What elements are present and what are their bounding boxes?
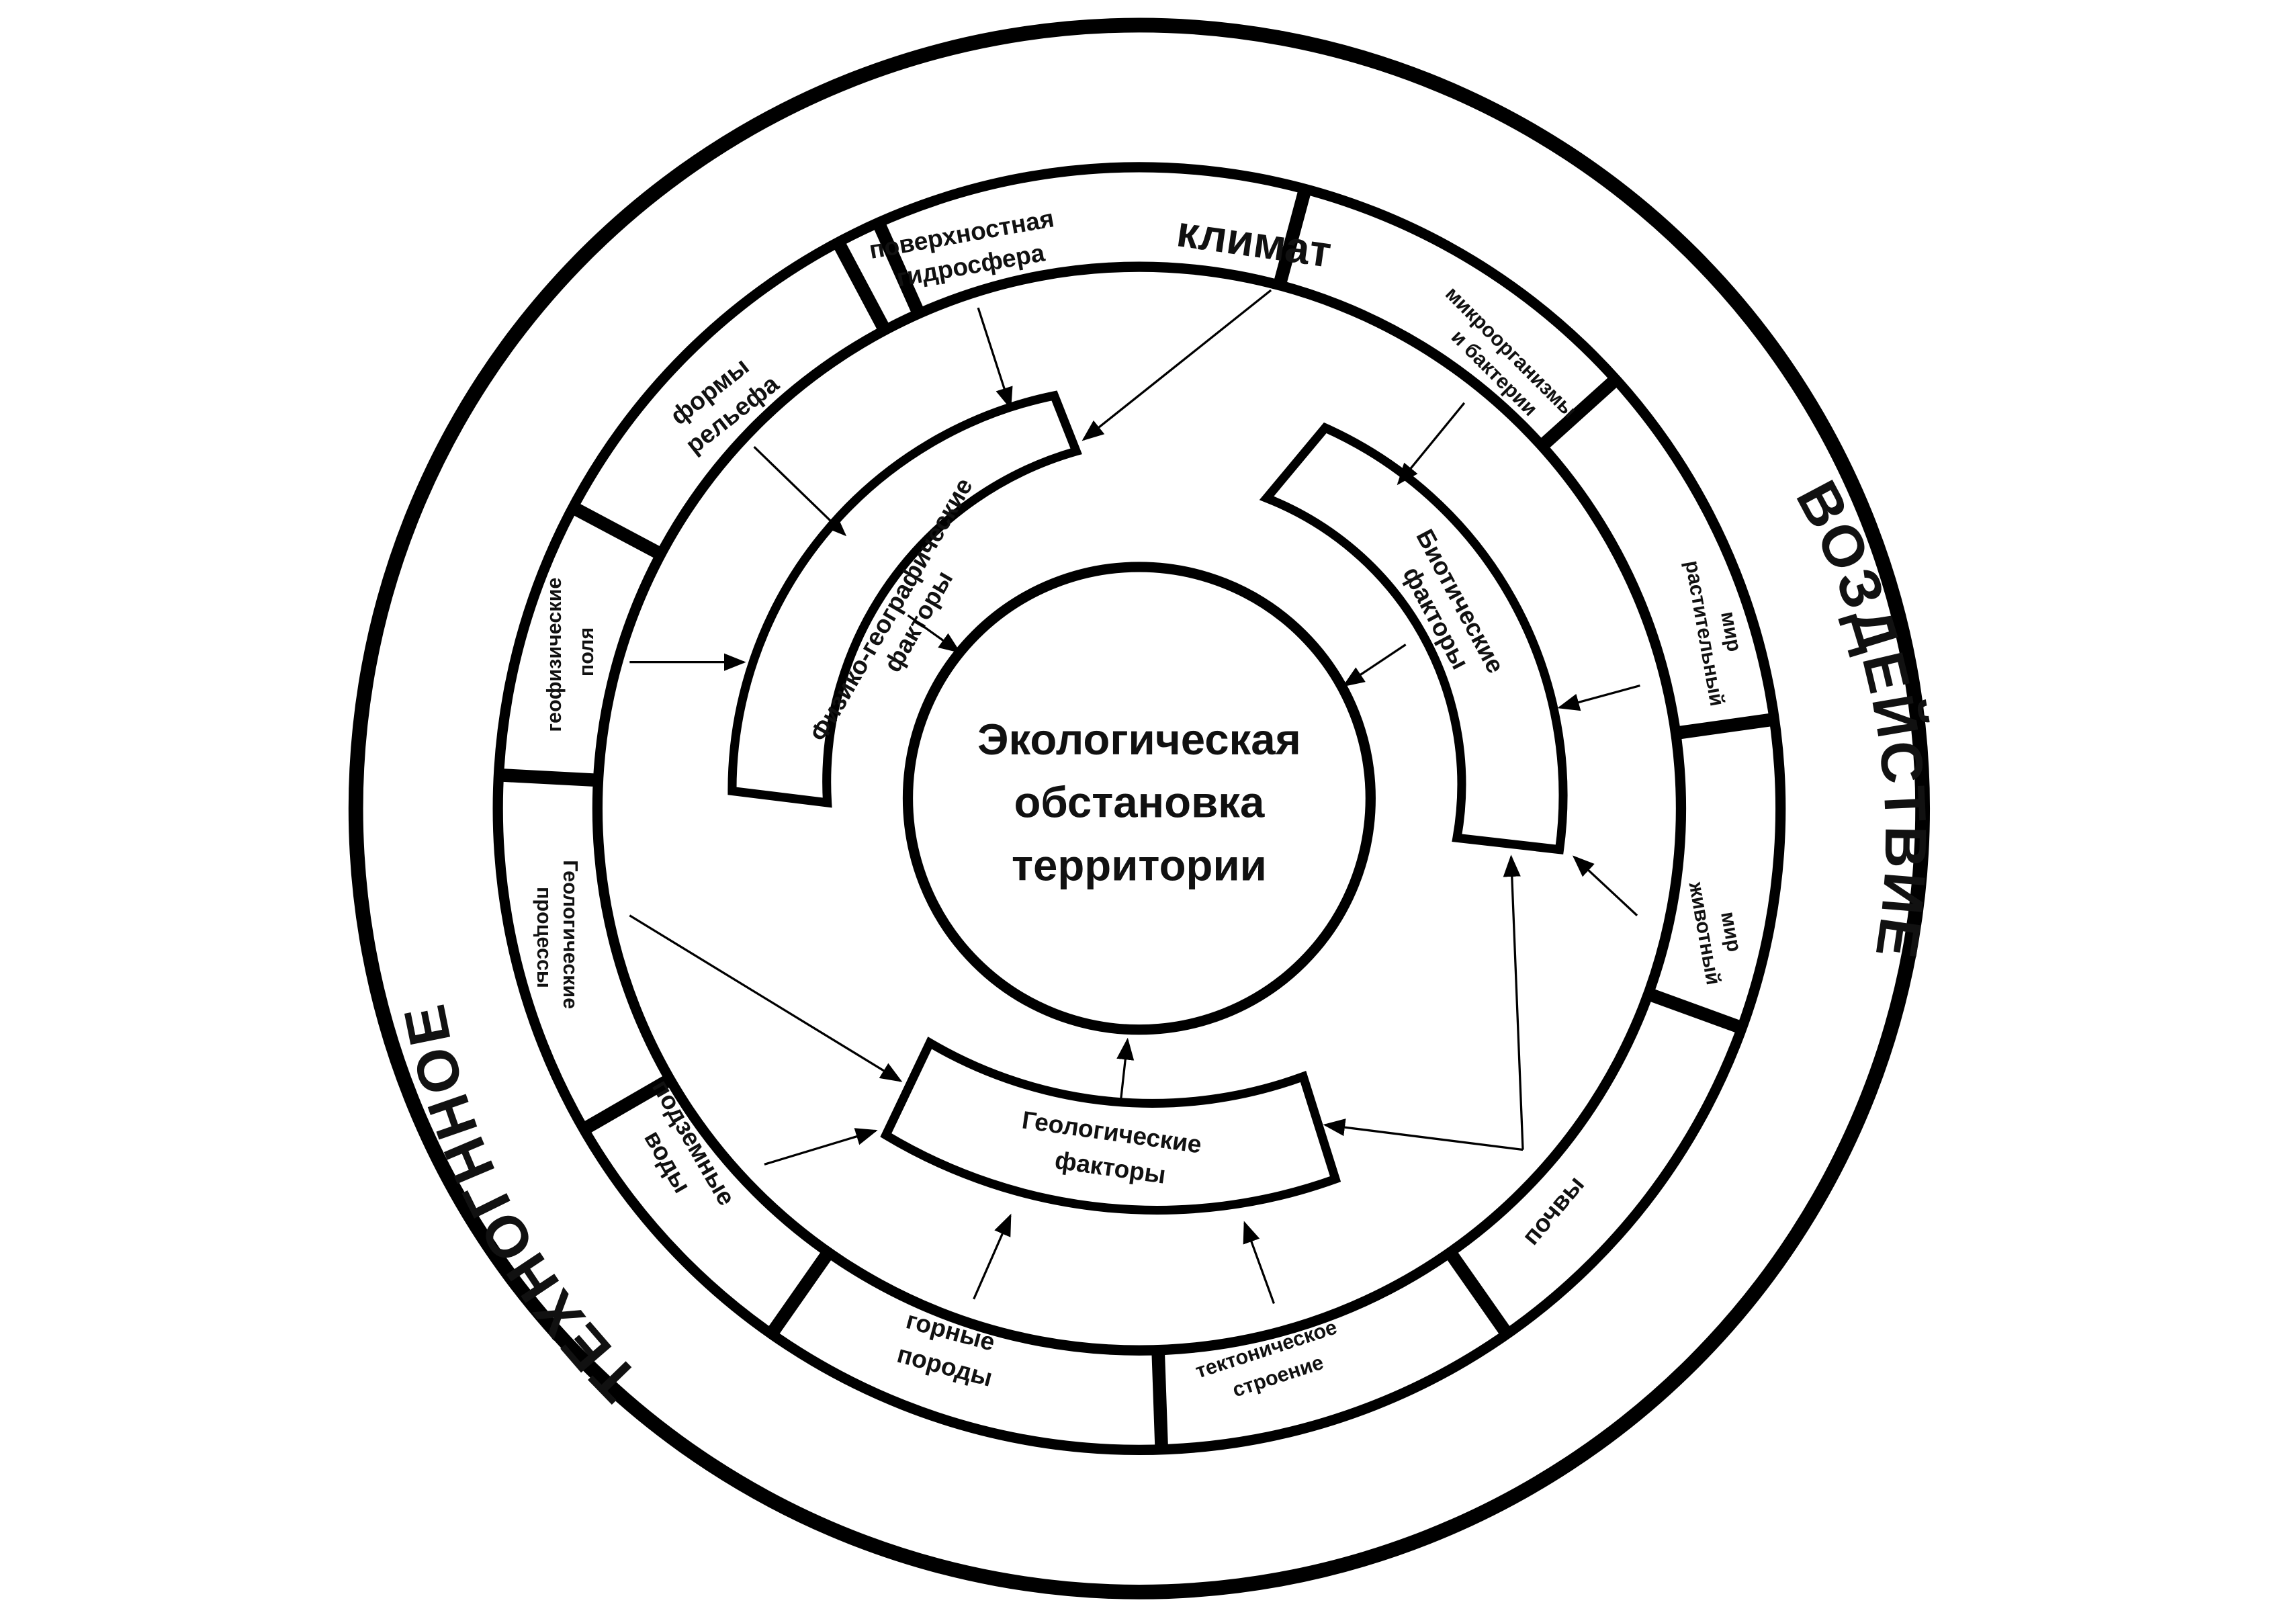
svg-text:территории: территории — [1012, 840, 1267, 889]
ring-divider — [872, 220, 925, 316]
ring-divider — [1444, 1248, 1513, 1338]
arrow — [1503, 854, 1524, 1150]
geologic-factor-block — [880, 1037, 1341, 1215]
center-circle — [902, 562, 1376, 1035]
segment-rocks: горные породы — [894, 1305, 1005, 1392]
outer-text-left: ТЕХНОГННОЕ — [391, 997, 650, 1413]
ring-divider — [570, 501, 664, 560]
segment-geoproc: Геологические процессы — [533, 860, 582, 1014]
arrows — [629, 289, 1640, 1304]
arrow — [1572, 855, 1638, 916]
physgeo-factor-block — [727, 390, 1082, 808]
arrow — [1243, 1221, 1276, 1304]
arrow — [764, 1128, 878, 1166]
ring-outer-border — [492, 162, 1786, 1456]
arrow — [1323, 1118, 1524, 1151]
outer-circle — [348, 17, 1931, 1599]
svg-text:обстановка: обстановка — [1014, 778, 1265, 827]
ring-divider — [1675, 713, 1775, 740]
ring-dividers — [498, 187, 1775, 1450]
arrow — [1081, 289, 1272, 441]
arrow — [907, 614, 961, 654]
ring-divider — [1537, 374, 1621, 451]
segment-flora: растительный мир — [1681, 554, 1756, 713]
ring-divider — [580, 1073, 674, 1135]
arrow — [1116, 1037, 1135, 1106]
outer-text-right: ВОЗДЕЙСТВИЕ — [1783, 470, 1938, 965]
arrow — [973, 1213, 1012, 1300]
ring-divider — [1646, 988, 1745, 1035]
arrow — [753, 446, 847, 537]
segment-geophys: геофизические поля — [543, 572, 598, 732]
segment-fauna: животный мир — [1684, 875, 1752, 992]
ring-divider — [1151, 1350, 1169, 1450]
biotic-factor-block — [1259, 422, 1568, 854]
arrow — [1557, 684, 1640, 711]
svg-text:Экологическая: Экологическая — [977, 715, 1301, 764]
arrow — [1342, 644, 1407, 687]
arrow — [629, 914, 903, 1082]
ring-divider — [1273, 187, 1312, 288]
center-label: Экологическая обстановка территории — [977, 715, 1301, 889]
ring-divider — [498, 768, 599, 787]
arrow — [1397, 402, 1466, 486]
ring-divider — [832, 239, 891, 334]
ring-divider — [766, 1248, 834, 1338]
arrow — [977, 307, 1013, 410]
ring-inner-border — [592, 261, 1687, 1356]
